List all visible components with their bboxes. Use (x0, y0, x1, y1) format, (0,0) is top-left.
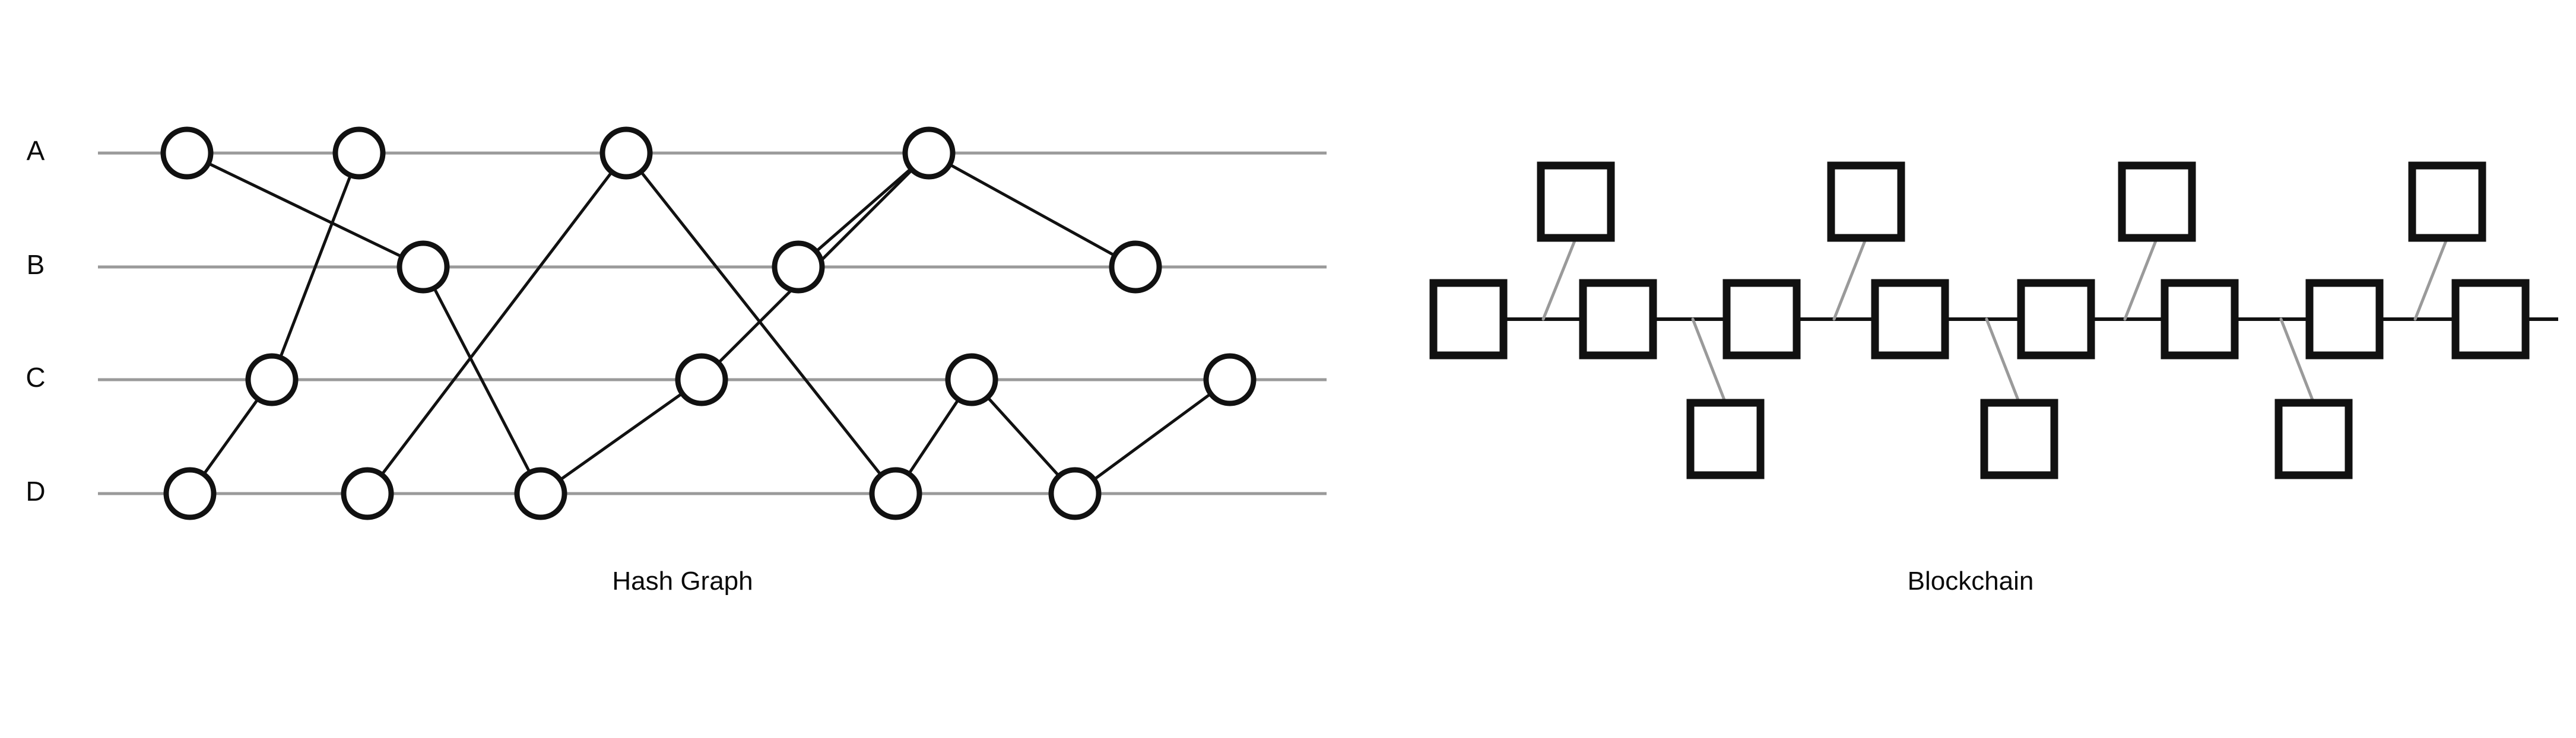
event-node-d1[interactable] (163, 467, 217, 520)
chain-block-8[interactable] (2451, 279, 2530, 360)
event-edge-c2-d3 (557, 391, 685, 482)
orphan-link-top-1 (1541, 236, 1578, 321)
event-node-a1[interactable] (160, 126, 214, 180)
hash-graph-panel: A B C D Hash Graph (26, 126, 1327, 596)
event-node-c2[interactable] (675, 353, 728, 406)
orphan-stubs-group (1541, 236, 2449, 405)
event-node-b1[interactable] (396, 240, 450, 294)
event-node-d5[interactable] (1048, 467, 1102, 520)
orphan-link-top-2 (1832, 236, 1868, 321)
lane-label-b: B (27, 249, 45, 280)
orphan-bottom-blocks-group (1686, 399, 2353, 479)
lane-label-d: D (26, 476, 45, 507)
event-node-c1[interactable] (245, 353, 299, 406)
event-node-d3[interactable] (514, 467, 567, 520)
orphan-block-top-3[interactable] (2118, 161, 2196, 242)
event-edge-a3-d2 (379, 169, 614, 478)
event-edge-a1-b1 (205, 161, 405, 259)
event-edge-a3-d4 (639, 169, 883, 478)
orphan-top-blocks-group (1537, 161, 2486, 242)
chain-block-7[interactable] (2305, 279, 2384, 360)
chain-block-2[interactable] (1579, 279, 1657, 360)
event-node-d4[interactable] (869, 467, 922, 520)
chain-block-3[interactable] (1722, 279, 1801, 360)
event-edge-c4-d5 (1092, 392, 1213, 482)
orphan-block-top-1[interactable] (1537, 161, 1615, 242)
event-edge-b1-d3 (432, 285, 532, 475)
chain-block-6[interactable] (2161, 279, 2239, 360)
lane-label-c: C (26, 362, 45, 393)
orphan-link-bottom-3 (2279, 317, 2315, 405)
event-edge-a2-c1 (278, 172, 353, 361)
event-node-b3[interactable] (1109, 240, 1162, 294)
event-edge-c3-d5 (985, 395, 1061, 479)
orphan-block-bottom-1[interactable] (1686, 399, 1765, 479)
event-node-c4[interactable] (1203, 353, 1257, 406)
event-node-b2[interactable] (772, 240, 825, 294)
hash-graph-diagram: A B C D (26, 126, 1327, 520)
chain-block-5[interactable] (2017, 279, 2095, 360)
event-edge-c3-d4 (906, 397, 961, 476)
orphan-block-bottom-2[interactable] (1980, 399, 2058, 479)
hash-graph-caption: Hash Graph (612, 567, 753, 596)
lane-label-a: A (27, 135, 45, 166)
event-edge-a4-b2 (814, 166, 913, 254)
event-node-a4[interactable] (902, 126, 956, 180)
orphan-link-top-4 (2413, 236, 2449, 321)
lane-labels-group: A B C D (26, 135, 45, 507)
orphan-block-bottom-3[interactable] (2274, 399, 2353, 479)
event-edges-group (201, 161, 1213, 482)
event-edge-c1-d1 (201, 396, 261, 477)
blockchain-diagram (1429, 161, 2558, 479)
orphan-block-top-4[interactable] (2408, 161, 2486, 242)
orphan-link-bottom-2 (1985, 317, 2021, 405)
chain-block-4[interactable] (1871, 279, 1949, 360)
chain-block-1[interactable] (1429, 279, 1508, 360)
event-node-c3[interactable] (945, 353, 998, 406)
event-node-a3[interactable] (599, 126, 653, 180)
event-nodes-group (160, 126, 1257, 520)
main-chain-blocks-group (1429, 279, 2530, 360)
blockchain-caption: Blockchain (1907, 567, 2034, 596)
event-node-d2[interactable] (341, 467, 394, 520)
event-node-a2[interactable] (332, 126, 386, 180)
blockchain-panel: Blockchain (1365, 0, 2576, 738)
event-edge-a4-b3 (947, 162, 1118, 258)
orphan-link-bottom-1 (1691, 317, 1727, 405)
orphan-block-top-2[interactable] (1827, 161, 1905, 242)
orphan-link-top-3 (2123, 236, 2159, 321)
